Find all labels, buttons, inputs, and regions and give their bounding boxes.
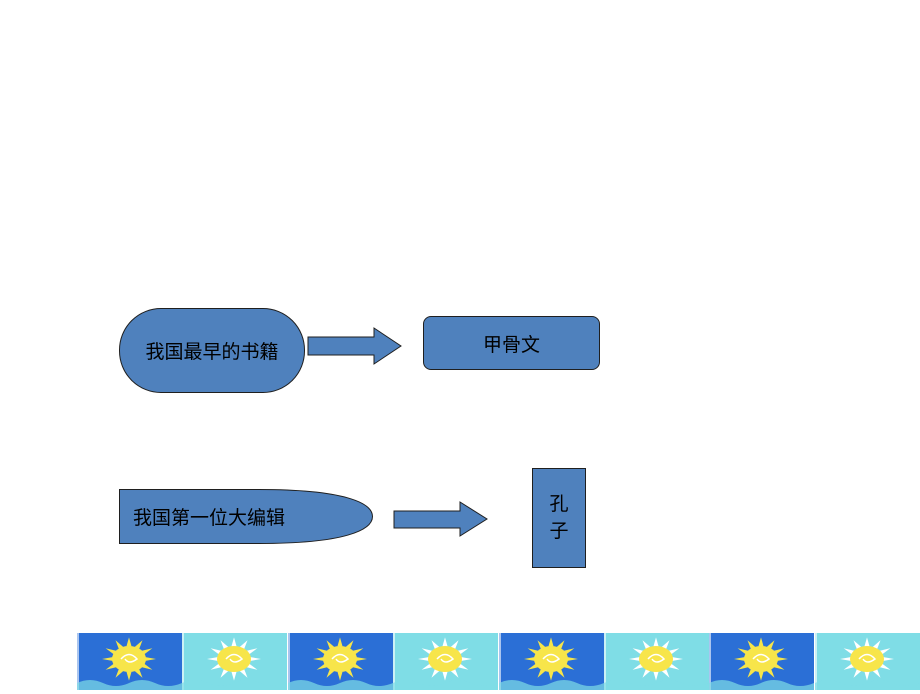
sun-icon xyxy=(709,633,815,690)
sun-border-strip xyxy=(77,633,920,690)
sun-icon xyxy=(182,633,288,690)
sun-icon xyxy=(287,633,393,690)
node-earliest-books-label: 我国最早的书籍 xyxy=(145,341,279,363)
sun-icon xyxy=(77,633,182,690)
sun-tile xyxy=(709,633,815,690)
sun-icon xyxy=(814,633,920,690)
sun-tile xyxy=(182,633,288,690)
sun-tile xyxy=(77,633,182,690)
arrow-right-icon xyxy=(307,327,402,365)
node-first-great-editor: 我国第一位大编辑 xyxy=(119,489,373,544)
node-earliest-books: 我国最早的书籍 xyxy=(119,308,305,393)
sun-tile xyxy=(393,633,499,690)
sun-tile xyxy=(287,633,393,690)
arrow-right-icon xyxy=(393,501,488,537)
sun-icon xyxy=(393,633,499,690)
node-confucius: 孔子 xyxy=(532,468,586,568)
sun-tile xyxy=(603,633,709,690)
sun-icon xyxy=(603,633,709,690)
sun-icon xyxy=(498,633,604,690)
node-confucius-label: 孔子 xyxy=(549,493,569,542)
node-oracle-bone-script: 甲骨文 xyxy=(423,316,600,370)
sun-tile xyxy=(814,633,920,690)
sun-tile xyxy=(498,633,604,690)
node-first-great-editor-shape xyxy=(119,489,373,544)
node-first-great-editor-label: 我国第一位大编辑 xyxy=(133,507,286,529)
node-oracle-bone-script-label: 甲骨文 xyxy=(482,333,540,356)
